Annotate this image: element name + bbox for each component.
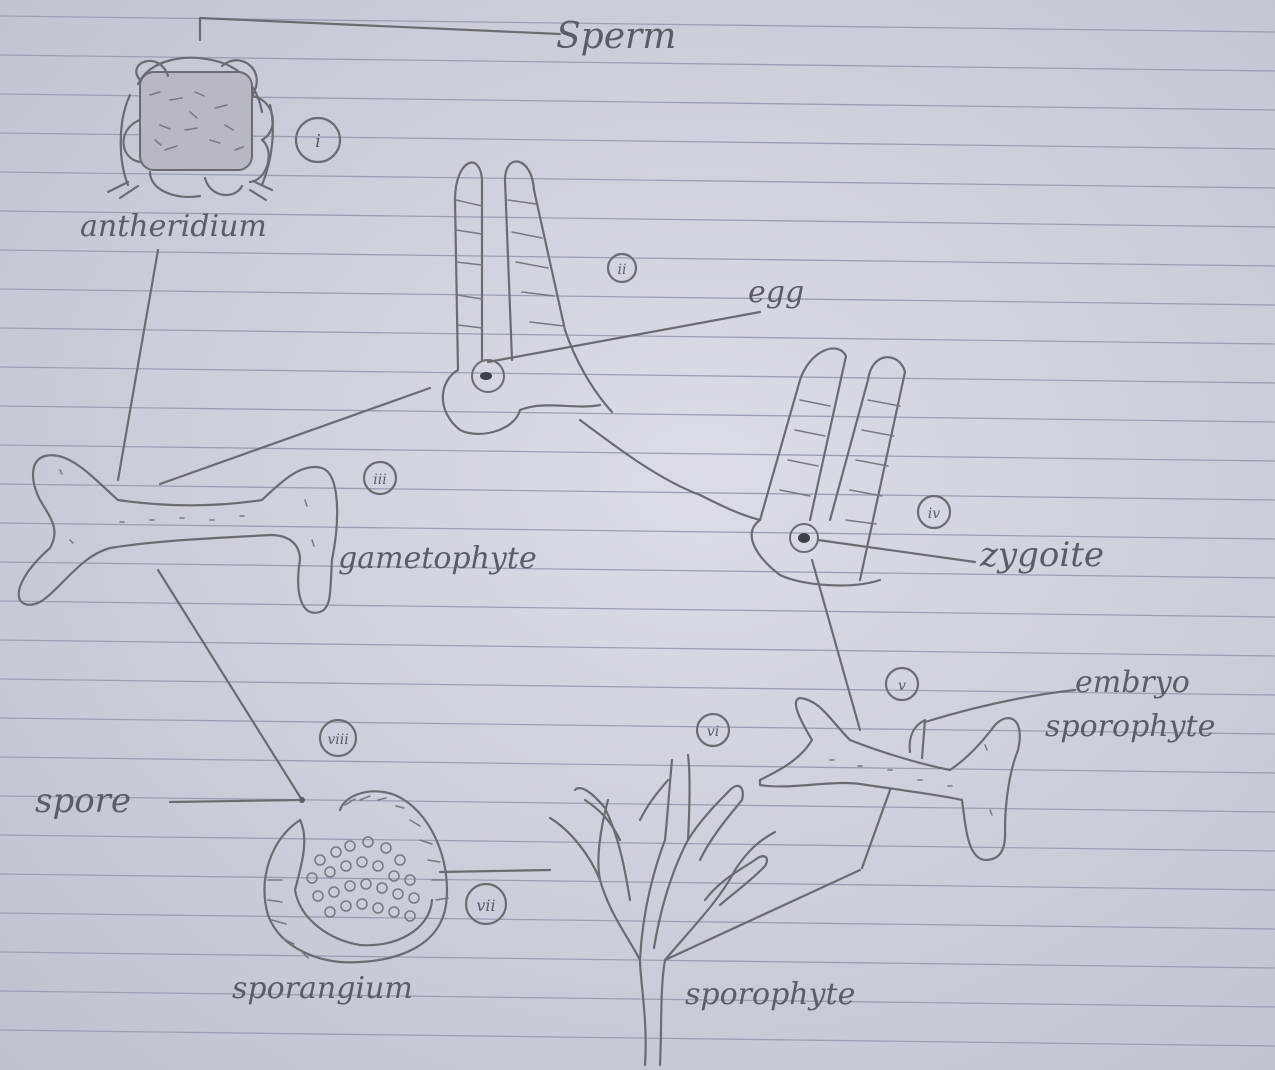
svg-text:ii: ii (618, 262, 627, 278)
svg-text:iv: iv (928, 506, 940, 522)
label-zygote: zygoite (979, 535, 1104, 575)
label-embryo-sporophyte: sporophyte (1045, 709, 1215, 744)
svg-text:vii: vii (476, 896, 495, 915)
label-gametophyte: gametophyte (338, 541, 537, 576)
svg-text:viii: viii (327, 732, 348, 748)
label-embryo: embryo (1075, 665, 1190, 700)
svg-text:vi: vi (707, 724, 719, 740)
label-antheridium: antheridium (80, 209, 267, 244)
label-sperm: Sperm (556, 16, 676, 57)
label-sporophyte: sporophyte (685, 977, 855, 1012)
label-spore: spore (35, 781, 131, 821)
svg-text:iii: iii (373, 472, 386, 488)
svg-text:i: i (315, 131, 321, 152)
label-egg: egg (748, 275, 804, 310)
label-sporangium: sporangium (232, 971, 413, 1006)
svg-text:v: v (898, 678, 906, 694)
